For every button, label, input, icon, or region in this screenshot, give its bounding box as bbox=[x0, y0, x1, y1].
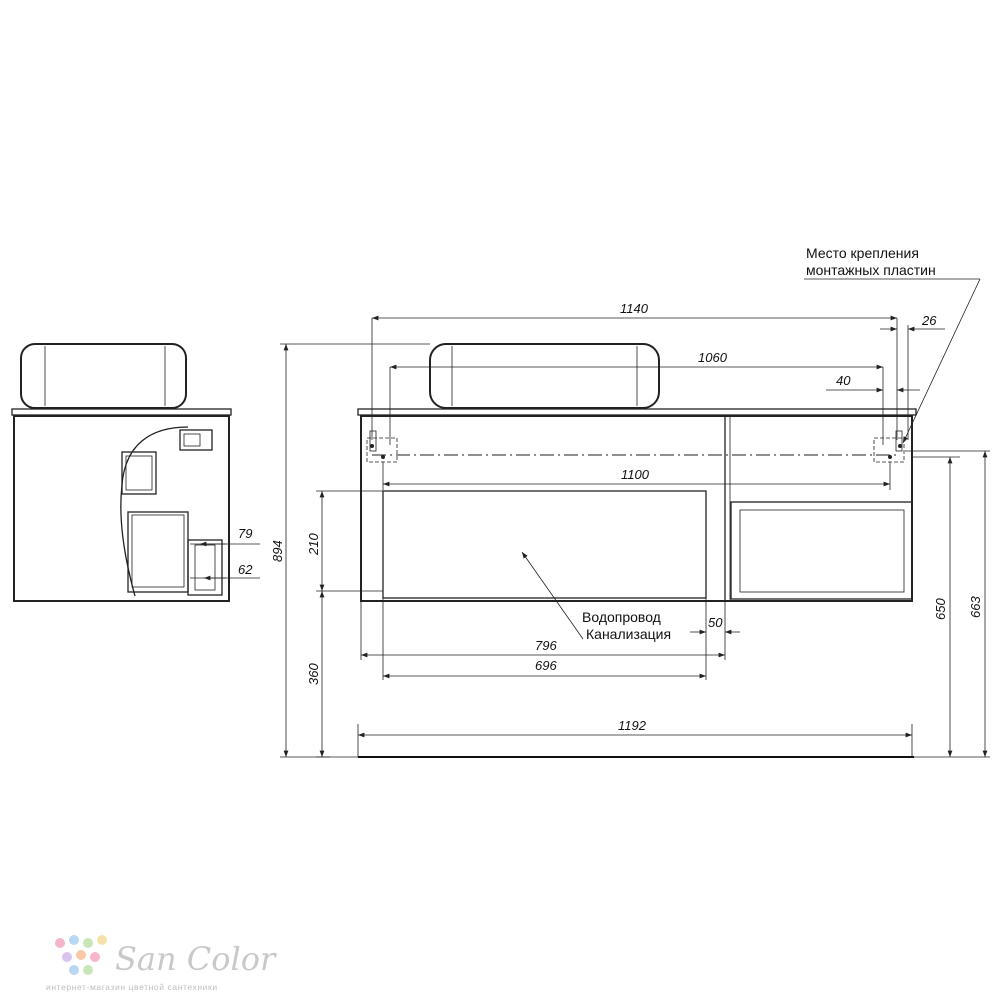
side-view: 79 62 bbox=[11, 343, 260, 602]
front-cabinet bbox=[360, 415, 913, 602]
side-shelf-top bbox=[121, 451, 157, 495]
dim-894: 894 bbox=[270, 540, 285, 562]
note-plumbing-line2: Канализация bbox=[586, 626, 671, 642]
logo-dot bbox=[62, 952, 72, 962]
logo-dot bbox=[69, 935, 79, 945]
dim-50: 50 bbox=[708, 615, 723, 630]
note-mount-line2: монтажных пластин bbox=[806, 262, 936, 278]
plumbing-zone bbox=[382, 490, 707, 599]
logo-dots bbox=[55, 935, 107, 975]
front-countertop bbox=[357, 408, 917, 416]
dim-650: 650 bbox=[933, 598, 948, 620]
logo-dot bbox=[76, 950, 86, 960]
side-back-panel bbox=[187, 539, 223, 596]
side-countertop bbox=[11, 408, 232, 416]
dim-696: 696 bbox=[535, 658, 557, 673]
note-plumbing-line1: Водопровод bbox=[582, 609, 661, 625]
logo-dot bbox=[83, 938, 93, 948]
logo-dot bbox=[90, 952, 100, 962]
side-shelf-bottom bbox=[127, 511, 189, 593]
dim-663: 663 bbox=[968, 596, 983, 618]
dim-1060: 1060 bbox=[698, 350, 728, 365]
logo-dot bbox=[83, 965, 93, 975]
right-drawer bbox=[730, 501, 913, 600]
dim-210: 210 bbox=[306, 533, 321, 556]
logo-dot bbox=[69, 965, 79, 975]
sancolor-logo: San Color интернет-магазин цветной санте… bbox=[46, 935, 277, 992]
side-basin bbox=[20, 343, 187, 409]
dim-79: 79 bbox=[238, 526, 252, 541]
logo-tagline: интернет-магазин цветной сантехники bbox=[46, 982, 218, 992]
note-mount-line1: Место крепления bbox=[806, 245, 919, 261]
dimension-lines: 1140 26 1060 40 1100 210 360 894 bbox=[270, 245, 990, 758]
dim-1100: 1100 bbox=[621, 467, 650, 482]
side-siphon-block bbox=[179, 429, 213, 451]
dim-26: 26 bbox=[921, 313, 937, 328]
dim-40: 40 bbox=[836, 373, 851, 388]
side-cabinet bbox=[13, 415, 230, 602]
logo-dot bbox=[97, 935, 107, 945]
front-view: Водопровод Канализация bbox=[357, 343, 917, 758]
mount-plate-left bbox=[366, 437, 398, 463]
dim-1140: 1140 bbox=[620, 301, 649, 316]
logo-dot bbox=[55, 938, 65, 948]
logo-name: San Color bbox=[115, 940, 277, 978]
dim-360: 360 bbox=[306, 663, 321, 685]
dim-62: 62 bbox=[238, 562, 253, 577]
mount-plate-right bbox=[873, 437, 905, 463]
front-basin bbox=[429, 343, 660, 409]
dim-796: 796 bbox=[535, 638, 557, 653]
dim-1192: 1192 bbox=[618, 718, 647, 733]
